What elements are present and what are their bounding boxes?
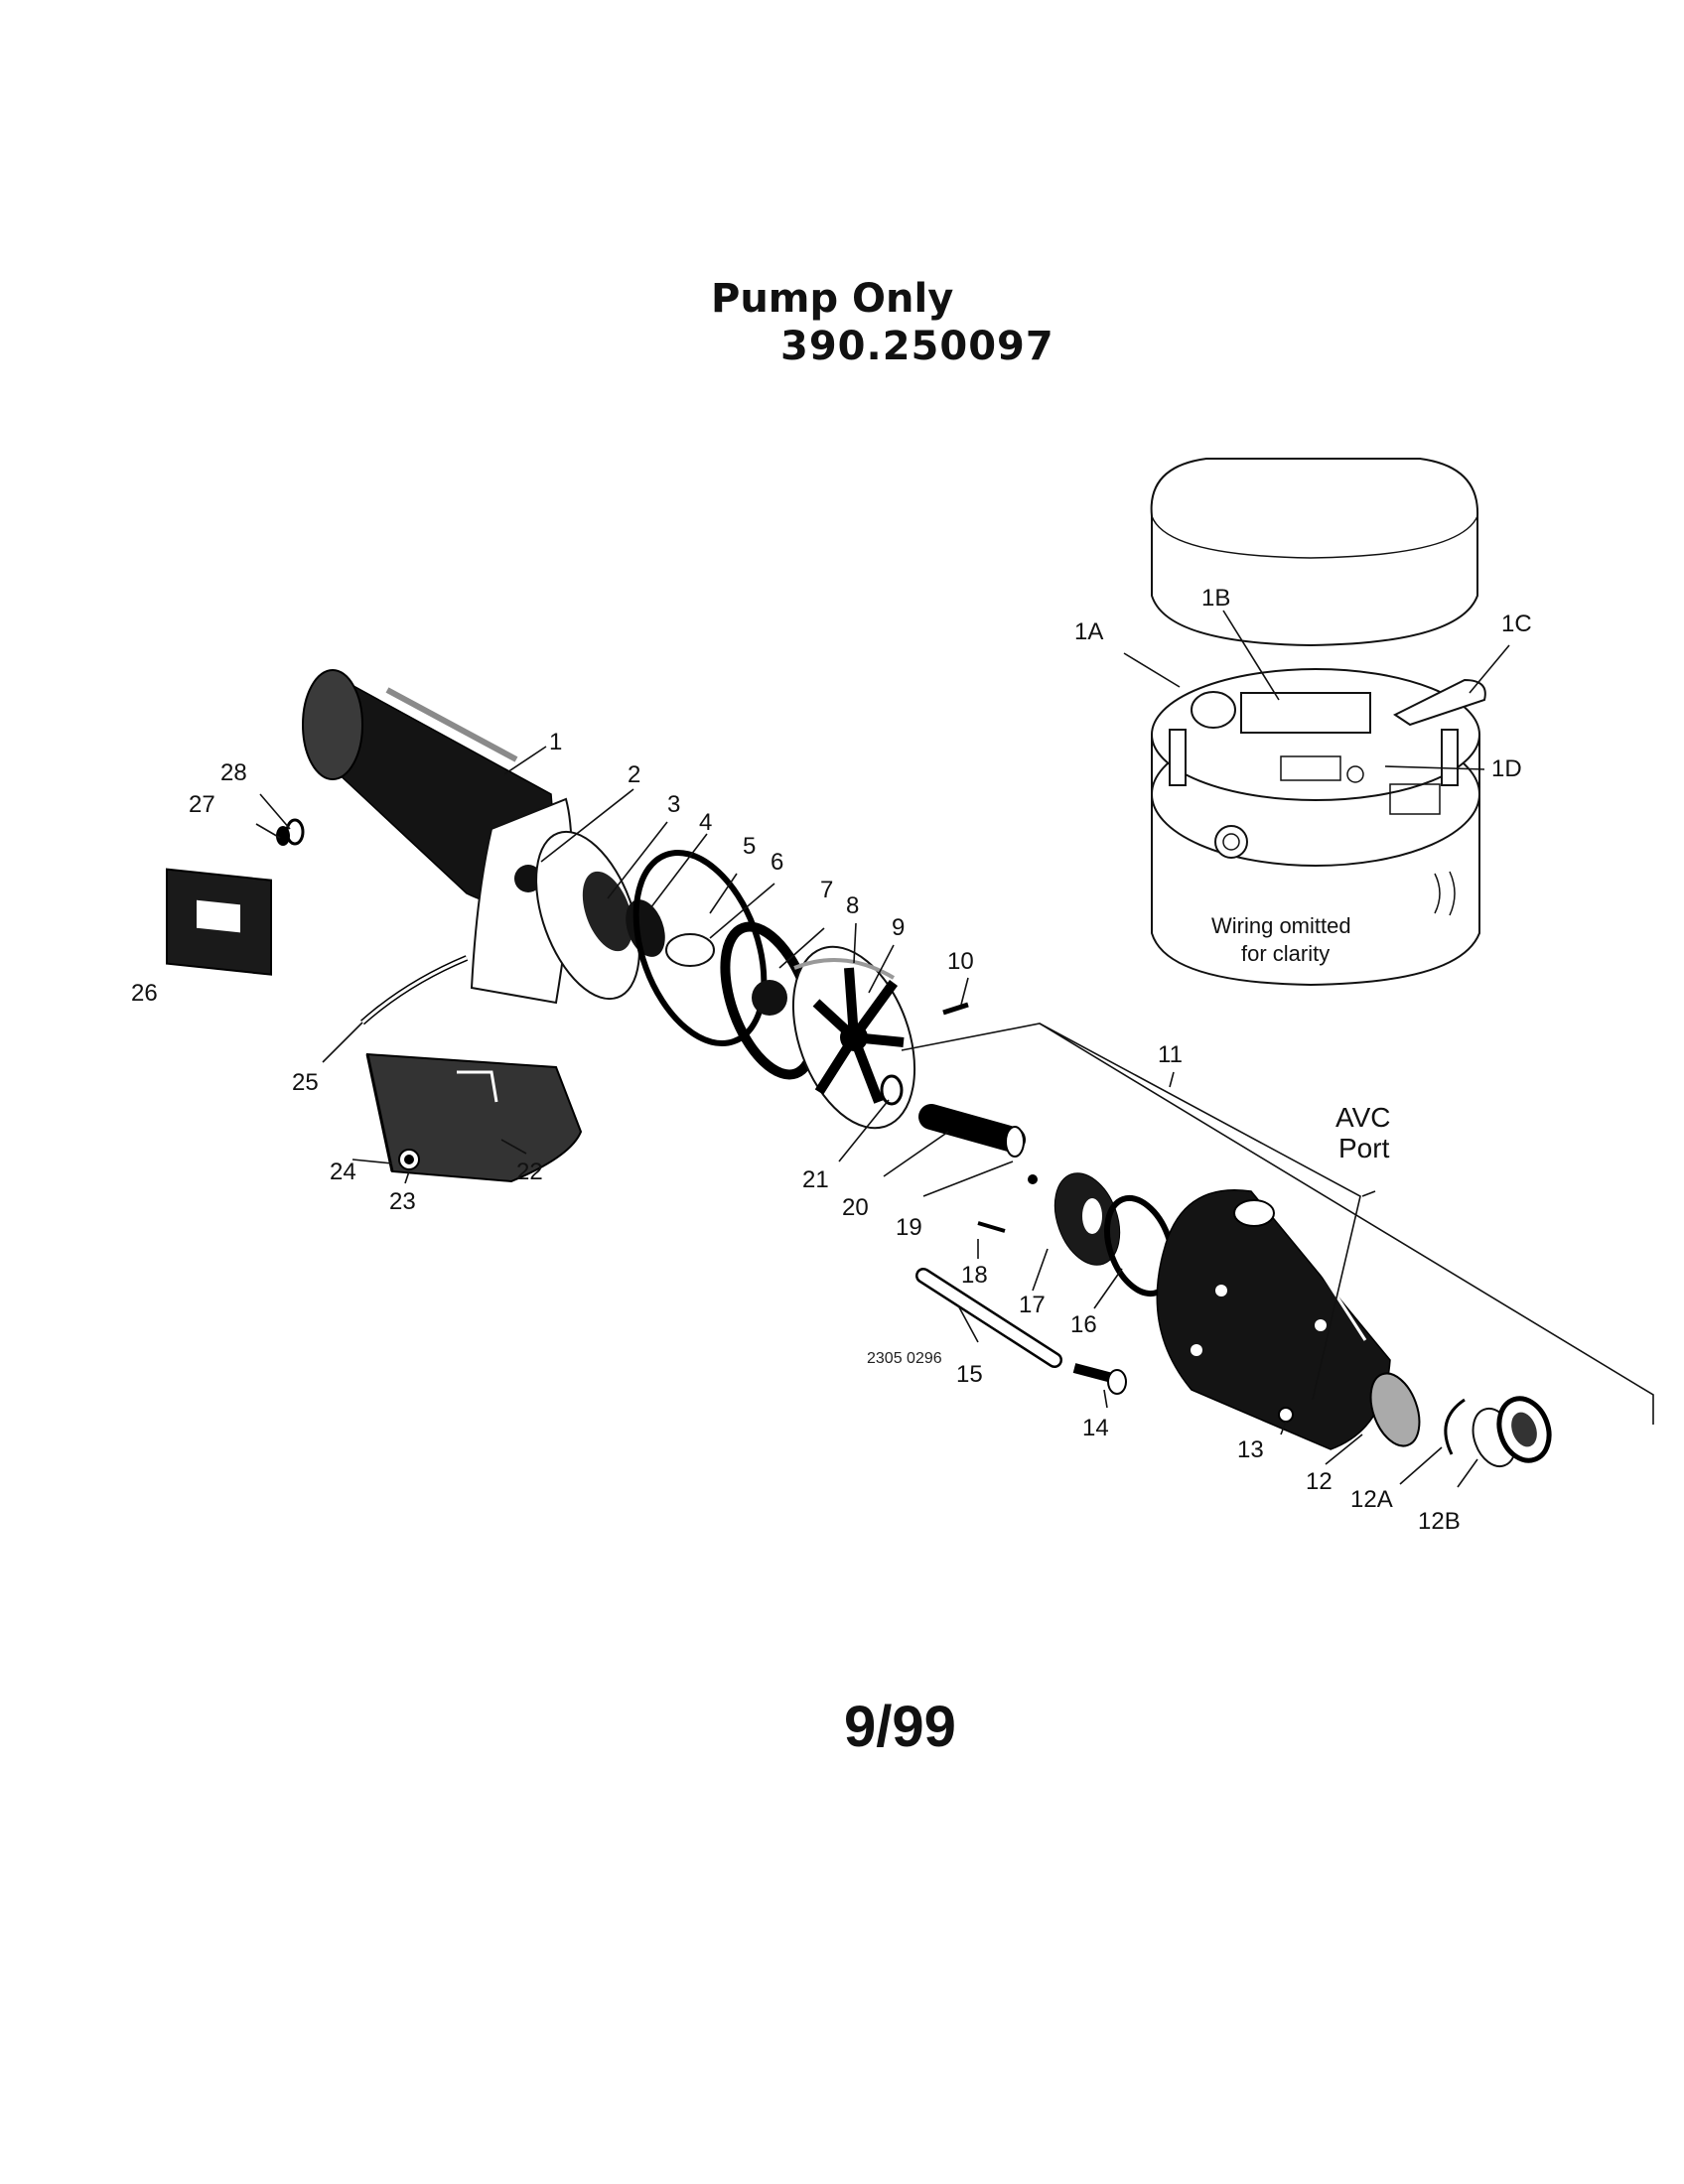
part-label-15: 15 — [956, 1361, 983, 1388]
part-label-1: 1 — [549, 729, 562, 755]
cover-washer — [285, 818, 305, 846]
part-label-13: 13 — [1237, 1436, 1264, 1463]
page-title: Pump Only — [711, 276, 954, 322]
part-label-1C: 1C — [1501, 611, 1532, 637]
part-label-1A: 1A — [1074, 618, 1103, 645]
part-label-21: 21 — [802, 1166, 829, 1193]
part-label-20: 20 — [842, 1194, 869, 1221]
part-labels: 1 1A 1B 1C 1D 2 3 4 5 6 7 8 9 10 11 12 1… — [131, 585, 1532, 1535]
part-label-10: 10 — [947, 948, 974, 975]
part-label-3: 3 — [667, 791, 680, 818]
pipe-adapter — [1472, 1396, 1552, 1468]
retaining-ring — [1444, 1398, 1466, 1455]
drawing-code: 2305 0296 — [867, 1350, 942, 1367]
part-label-25: 25 — [292, 1069, 319, 1096]
part-label-28: 28 — [220, 759, 247, 786]
part-label-7: 7 — [820, 877, 833, 903]
capacitor-cover — [166, 868, 272, 976]
part-label-11: 11 — [1158, 1041, 1183, 1068]
wiring-note-line2: for clarity — [1241, 941, 1330, 966]
part-label-8: 8 — [846, 892, 859, 919]
model-number: 390.250097 — [780, 324, 1054, 369]
seal-plate — [535, 830, 640, 1001]
part-label-24: 24 — [330, 1159, 356, 1185]
small-o-ring — [880, 1074, 904, 1106]
part-label-27: 27 — [189, 791, 215, 818]
wiring-note-line1: Wiring omitted — [1211, 913, 1351, 938]
part-label-18: 18 — [961, 1262, 988, 1289]
part-label-12A: 12A — [1350, 1486, 1393, 1513]
screw — [942, 1002, 969, 1016]
part-label-2: 2 — [628, 761, 640, 788]
part-label-5: 5 — [743, 833, 756, 860]
base-clamp — [360, 955, 469, 1025]
motor-base — [365, 1052, 583, 1183]
avc-port-label-line2: Port — [1338, 1133, 1390, 1163]
part-label-12B: 12B — [1418, 1508, 1461, 1535]
drain-plug — [1278, 1407, 1294, 1423]
part-label-16: 16 — [1070, 1311, 1097, 1338]
part-label-19: 19 — [896, 1214, 922, 1241]
pump-casing — [1156, 1189, 1421, 1450]
gauge-fitting — [1072, 1363, 1127, 1395]
revision-date: 9/99 — [844, 1695, 956, 1759]
impeller — [665, 933, 715, 967]
part-label-17: 17 — [1019, 1292, 1046, 1318]
part-label-23: 23 — [389, 1188, 416, 1215]
motor-end-inset — [1150, 458, 1486, 987]
motor-housing — [302, 669, 573, 1005]
part-label-1B: 1B — [1201, 585, 1230, 612]
part-label-4: 4 — [699, 809, 712, 836]
part-label-14: 14 — [1082, 1415, 1109, 1441]
part-label-9: 9 — [892, 914, 905, 941]
leader-lines — [255, 610, 1654, 1488]
avc-port-label-line1: AVC — [1335, 1102, 1391, 1133]
part-label-6: 6 — [771, 849, 783, 876]
part-label-26: 26 — [131, 980, 158, 1007]
part-label-22: 22 — [516, 1159, 543, 1185]
venturi-tube — [918, 1104, 1026, 1158]
pin — [977, 1221, 1006, 1233]
part-label-1D: 1D — [1491, 755, 1522, 782]
jet-nozzle — [1028, 1172, 1121, 1266]
part-label-12: 12 — [1306, 1468, 1333, 1495]
